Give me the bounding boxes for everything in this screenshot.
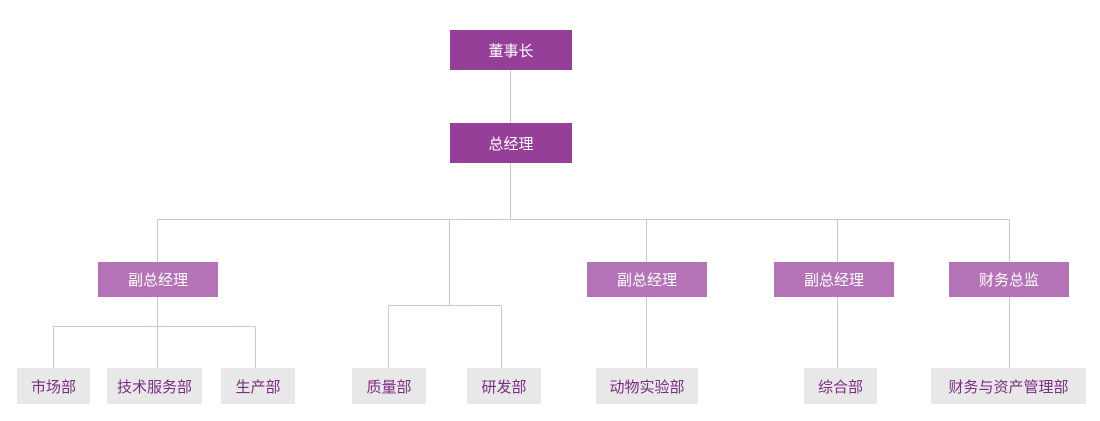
department-box-market: 市场部 [17, 368, 90, 404]
executive-label: 副总经理 [127, 271, 188, 289]
department-box-finance-assets: 财务与资产管理部 [931, 368, 1086, 404]
executive-box-deputy-gm-3: 副总经理 [774, 262, 894, 297]
department-label: 生产部 [235, 377, 281, 396]
chairman-box: 董事长 [450, 30, 572, 70]
department-box-tech-service: 技术服务部 [107, 368, 202, 404]
department-box-animal-experiment: 动物实验部 [596, 368, 698, 404]
executive-box-deputy-gm-1: 副总经理 [98, 262, 218, 297]
department-box-general-affairs: 综合部 [804, 368, 877, 404]
department-box-production: 生产部 [221, 368, 295, 404]
department-label: 财务与资产管理部 [948, 377, 1069, 396]
department-label: 综合部 [817, 377, 863, 396]
executive-label: 副总经理 [616, 271, 677, 289]
general-manager-box: 总经理 [450, 123, 572, 163]
department-label: 研发部 [481, 377, 527, 396]
general-manager-label: 总经理 [488, 134, 534, 153]
department-box-quality: 质量部 [352, 368, 426, 404]
department-label: 技术服务部 [116, 377, 192, 396]
executive-label: 财务总监 [978, 271, 1039, 289]
department-label: 市场部 [30, 377, 76, 396]
department-label: 动物实验部 [609, 377, 685, 396]
chairman-label: 董事长 [488, 41, 534, 60]
department-box-rnd: 研发部 [467, 368, 541, 404]
executive-label: 副总经理 [803, 271, 864, 289]
executive-box-cfo: 财务总监 [949, 262, 1069, 297]
executive-box-deputy-gm-2: 副总经理 [587, 262, 707, 297]
department-label: 质量部 [366, 377, 412, 396]
